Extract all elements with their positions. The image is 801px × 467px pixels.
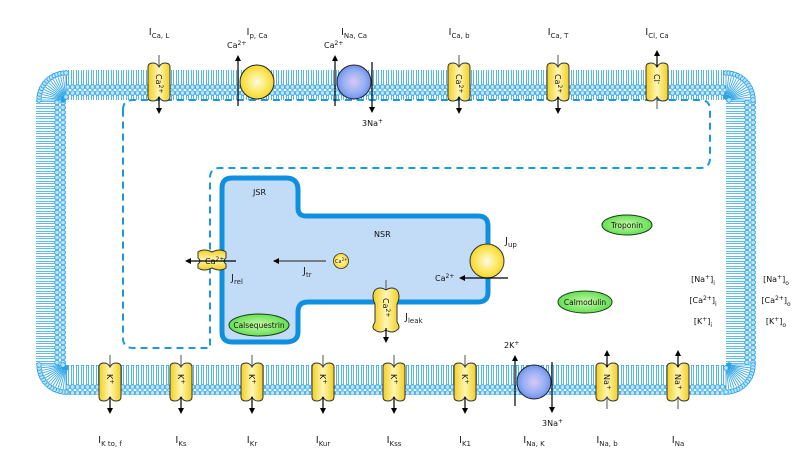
ikss-label: IKss: [387, 435, 402, 448]
jup-label: Jup: [504, 236, 517, 249]
ina-ca-label: INa, Ca: [341, 27, 367, 40]
ina-ca-ion-bottom: 3Na+: [362, 118, 383, 128]
ica-t-ion-label: Ca2+: [553, 74, 563, 93]
iks-label: IKs: [175, 435, 187, 448]
ina-k-pump[interactable]: 2K+ 3Na+: [504, 340, 563, 428]
ikr-ion-label: K+: [247, 374, 257, 384]
calsequestrin-protein: [228, 313, 290, 337]
concentration-label: [Ca2+]i: [689, 295, 717, 308]
ik-tof-label: IK to, f: [98, 435, 122, 448]
ina-b-label: INa, b: [596, 435, 618, 448]
ikr-channel[interactable]: K+: [240, 355, 264, 414]
calmodulin-label: Calmodulin: [564, 298, 606, 307]
concentration-label: [Na+]i: [691, 274, 715, 287]
serca-pump-jup[interactable]: [469, 243, 505, 279]
ina-ca-ion-top: Ca2+: [324, 40, 343, 50]
ryanodine-receptor-jrel[interactable]: Ca2+: [185, 249, 236, 271]
ica-l-label: ICa, L: [149, 27, 170, 40]
jrel-label: Jrel: [230, 273, 243, 286]
icl-ca-ion-label: Cl-: [652, 74, 662, 84]
concentration-label: [K+]o: [766, 316, 787, 329]
ina-channel[interactable]: Na+: [666, 350, 690, 409]
jtr-ca-ion: [333, 253, 349, 269]
iks-channel[interactable]: K+: [169, 355, 193, 414]
cytosol-dashed-boundary: [122, 99, 711, 349]
intracellular-concentrations: [Na+]i [Ca2+]i [K+]i: [689, 274, 717, 329]
ica-b-label: ICa, b: [448, 27, 470, 40]
jleak-ion-label: Ca2+: [381, 298, 391, 317]
ikss-ion-label: K+: [389, 374, 399, 384]
troponin-protein: [601, 214, 653, 236]
ik-tof-channel[interactable]: K+: [98, 355, 122, 414]
ikur-label: IKur: [316, 435, 331, 448]
ica-b-channel[interactable]: Ca2+: [447, 55, 471, 114]
ikur-channel[interactable]: K+: [311, 355, 335, 414]
ikss-channel[interactable]: K+: [382, 355, 406, 414]
ip-ca-ion-top: Ca2+: [227, 40, 246, 50]
ip-ca-label: Ip, Ca: [246, 27, 267, 40]
ica-t-channel[interactable]: Ca2+: [546, 55, 570, 114]
jtr-label: Jtr: [302, 266, 312, 279]
sarcoplasmic-reticulum: [219, 175, 491, 345]
icl-ca-channel[interactable]: Cl-: [645, 50, 669, 109]
concentration-label: [K+]i: [694, 316, 713, 329]
jup-ion-label: Ca2+: [435, 273, 454, 283]
iks-ion-label: K+: [176, 374, 186, 384]
ina-k-ion-top: 2K+: [504, 340, 519, 350]
ina-ca-pump[interactable]: Ca2+ 3Na+: [324, 40, 383, 128]
ik1-ion-label: K+: [460, 374, 470, 384]
ikr-label: IKr: [247, 435, 258, 448]
ina-label: INa: [672, 435, 684, 448]
concentration-label: [Ca2+]o: [761, 295, 791, 308]
concentration-label: [Na+]o: [763, 274, 789, 287]
ikur-ion-label: K+: [318, 374, 328, 384]
jsr-label: JSR: [252, 188, 266, 197]
calmodulin-protein: [557, 290, 613, 314]
ica-l-channel[interactable]: Ca2+: [147, 55, 171, 114]
ica-l-ion-label: Ca2+: [154, 74, 164, 93]
ina-ion-label: Na+: [673, 374, 683, 390]
extracellular-concentrations: [Na+]o [Ca2+]o [K+]o: [761, 274, 791, 329]
troponin-label: Troponin: [610, 221, 643, 230]
ik1-label: IK1: [459, 435, 471, 448]
ip-ca-pump[interactable]: Ca2+: [227, 40, 275, 106]
jtr-ion-label: Ca2+: [335, 257, 347, 265]
ina-k-label: INa, K: [523, 435, 545, 448]
ica-b-ion-label: Ca2+: [454, 74, 464, 93]
jleak-label: Jleak: [404, 312, 423, 325]
leak-channel-jleak[interactable]: Ca2+: [372, 280, 400, 343]
ica-t-label: ICa, T: [548, 27, 570, 40]
calsequestrin-label: Calsequestrin: [233, 321, 285, 330]
icl-ca-label: ICl, Ca: [645, 27, 668, 40]
bottom-membrane-currents: IK to, f K+ IKs K+ IKr K+ IKur K+ IKss K+ IK1 K+ INa…: [98, 340, 690, 448]
ina-b-ion-label: Na+: [602, 374, 612, 390]
ik-tof-ion-label: K+: [105, 374, 115, 384]
nsr-label: NSR: [374, 230, 391, 239]
ina-k-ion-bottom: 3Na+: [542, 418, 563, 428]
ik1-channel[interactable]: K+: [453, 355, 477, 414]
ina-b-channel[interactable]: Na+: [595, 350, 619, 409]
